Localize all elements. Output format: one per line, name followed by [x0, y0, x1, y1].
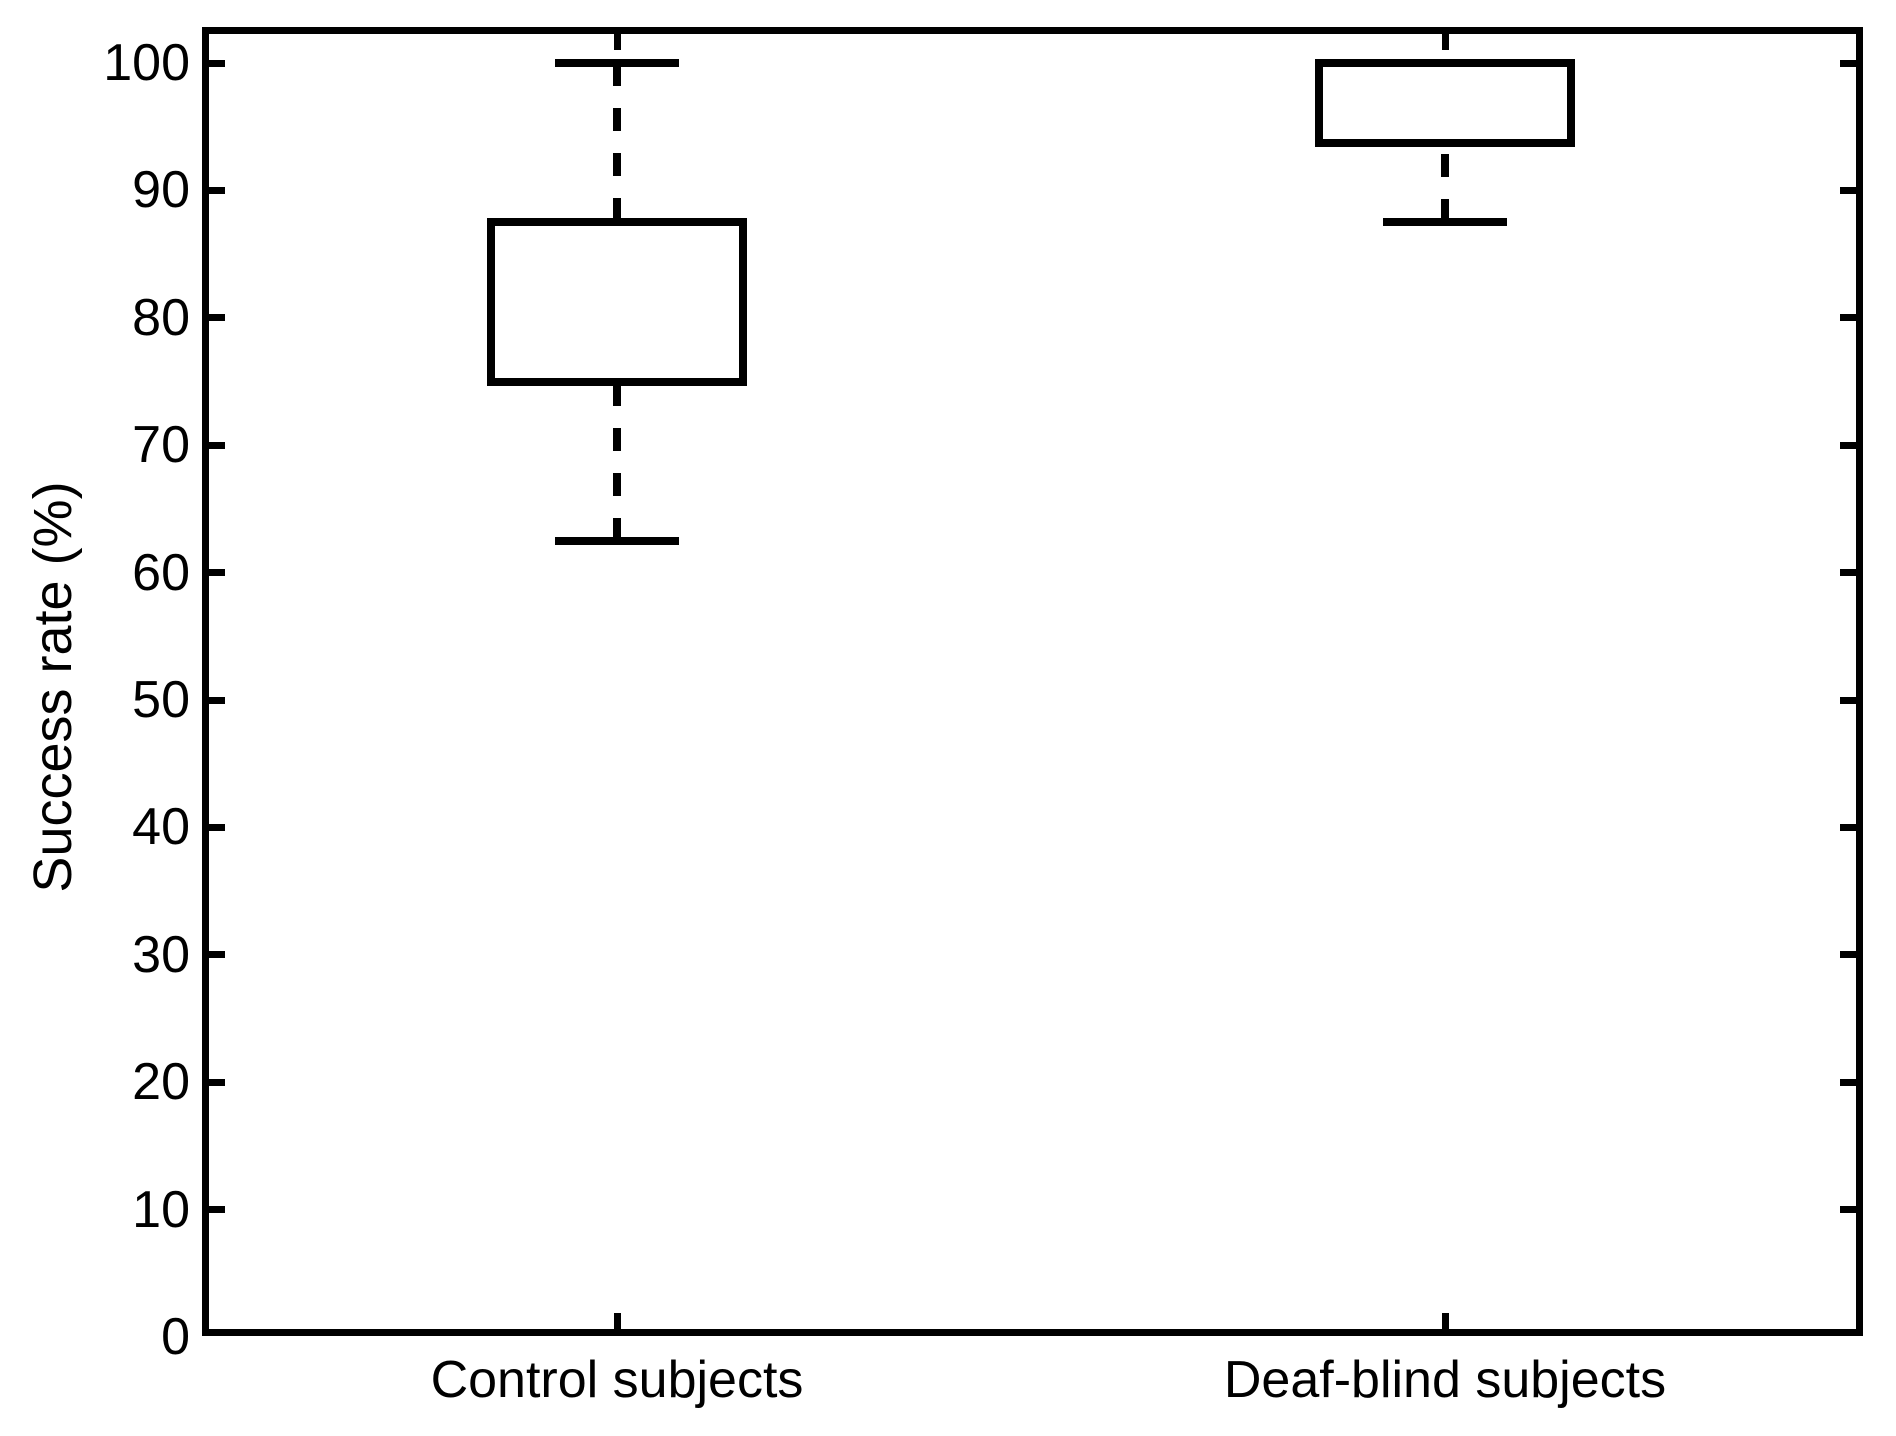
y-tick-left [208, 696, 225, 704]
y-axis-title: Success rate (%) [23, 481, 83, 893]
y-tick-label: 100 [103, 34, 190, 92]
x-tick-bottom [613, 1312, 621, 1329]
y-tick-right [1839, 441, 1856, 449]
y-tick-label: 0 [161, 1308, 190, 1366]
x-tick-top [1441, 33, 1449, 50]
upper-whisker [613, 63, 621, 223]
y-tick-label: 80 [132, 288, 190, 347]
x-tick-label: Deaf-blind subjects [1223, 1351, 1667, 1409]
y-tick-left [208, 951, 225, 959]
y-tick-left [208, 441, 225, 449]
upper-whisker-cap [555, 59, 679, 67]
y-tick-label: 10 [132, 1180, 190, 1239]
y-tick-left [208, 569, 225, 577]
iqr-box [487, 218, 747, 386]
y-tick-right [1839, 186, 1856, 194]
y-tick-left [208, 1078, 225, 1086]
x-tick-label: Control subjects [430, 1351, 804, 1409]
y-tick-right [1839, 696, 1856, 704]
y-tick-right [1839, 59, 1856, 67]
y-tick-right [1839, 823, 1856, 831]
y-tick-right [1839, 1078, 1856, 1086]
y-tick-left [208, 59, 225, 67]
y-tick-left [208, 186, 225, 194]
y-tick-left [208, 314, 225, 322]
y-tick-label: 90 [132, 161, 190, 220]
axes-frame [201, 26, 1863, 1336]
x-tick-bottom [1441, 1312, 1449, 1329]
lower-whisker-cap [555, 536, 679, 545]
y-tick-right [1839, 951, 1856, 959]
lower-whisker [613, 381, 621, 541]
y-tick-right [1839, 1206, 1856, 1214]
y-tick-left [208, 1206, 225, 1214]
y-tick-label: 30 [132, 925, 190, 984]
y-tick-right [1839, 569, 1856, 577]
y-tick-label: 40 [132, 798, 190, 857]
y-tick-label: 50 [132, 671, 190, 729]
y-tick-label: 20 [132, 1053, 190, 1112]
iqr-box [1315, 59, 1575, 147]
y-tick-label: 60 [132, 543, 190, 602]
x-tick-top [613, 33, 621, 50]
y-tick-left [208, 823, 225, 831]
lower-whisker-cap [1383, 218, 1507, 227]
y-tick-label: 70 [132, 416, 190, 475]
lower-whisker [1441, 142, 1449, 223]
y-tick-right [1839, 314, 1856, 322]
